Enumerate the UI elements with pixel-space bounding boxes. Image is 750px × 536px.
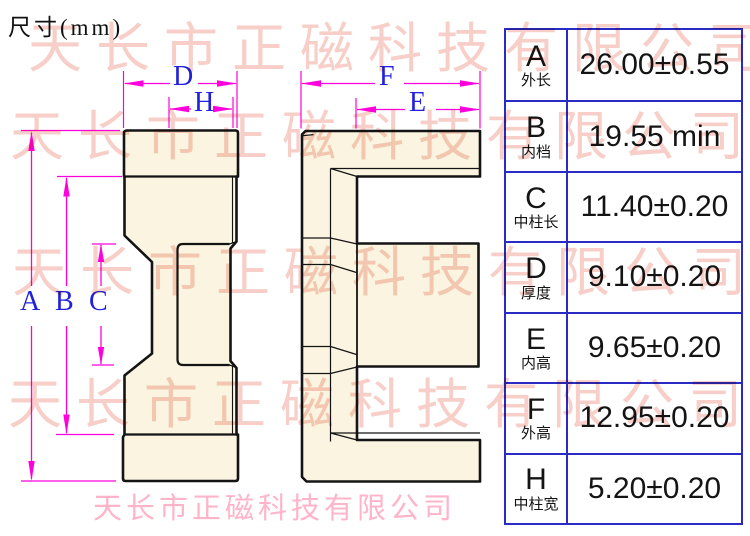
table-row: B 内档 19.55 min: [506, 100, 741, 171]
oblique-depth-lines: [301, 134, 480, 442]
symbol-cell: C 中柱长: [506, 172, 568, 242]
dim-label-c: C: [89, 286, 108, 317]
symbol-cell: F 外高: [506, 384, 568, 453]
table-row: A 外长 26.00±0.55: [506, 30, 741, 101]
center-leg-profile-line: [176, 242, 230, 367]
side-view-figure: [121, 129, 240, 483]
value-cell: 12.95±0.20: [579, 401, 730, 435]
dim-label-d: D: [173, 61, 194, 92]
dimension-table: A 外长 26.00±0.55 B 内档 19.55 min C 中柱长 11.…: [504, 28, 743, 525]
dim-label-f: F: [379, 61, 395, 92]
value-cell: 26.00±0.55: [579, 48, 730, 82]
symbol-cell: A 外长: [506, 30, 568, 101]
value-cell: 9.65±0.20: [587, 330, 722, 364]
front-view-figure: [300, 129, 482, 483]
value-cell: 9.10±0.20: [587, 260, 722, 294]
table-row: D 厚度 9.10±0.20: [506, 241, 741, 312]
symbol-cell: D 厚度: [506, 243, 568, 312]
table-row: C 中柱长 11.40±0.20: [506, 170, 741, 242]
table-row: F 外高 12.95±0.20: [506, 382, 741, 453]
front-view-outline: [300, 129, 482, 483]
symbol-cell: E 内高: [506, 313, 568, 383]
value-cell: 19.55 min: [588, 119, 721, 153]
dim-label-h: H: [194, 87, 215, 118]
page-title: 尺寸(mm): [8, 15, 124, 40]
table-row: E 内高 9.65±0.20: [506, 311, 741, 383]
flange-edge-lines: [124, 175, 238, 436]
dimension-arrowheads: [28, 80, 480, 481]
side-view-outline: [121, 129, 240, 483]
value-cell: 11.40±0.20: [580, 190, 729, 224]
symbol-cell: H 中柱宽: [506, 454, 568, 523]
table-row: H 中柱宽 5.20±0.20: [506, 452, 741, 523]
value-cell: 5.20±0.20: [587, 471, 722, 505]
symbol-cell: B 内档: [506, 102, 568, 171]
dim-label-e: E: [409, 87, 427, 118]
extension-lines: [21, 71, 481, 482]
dim-label-b: B: [55, 286, 74, 317]
dim-label-a: A: [20, 286, 41, 317]
